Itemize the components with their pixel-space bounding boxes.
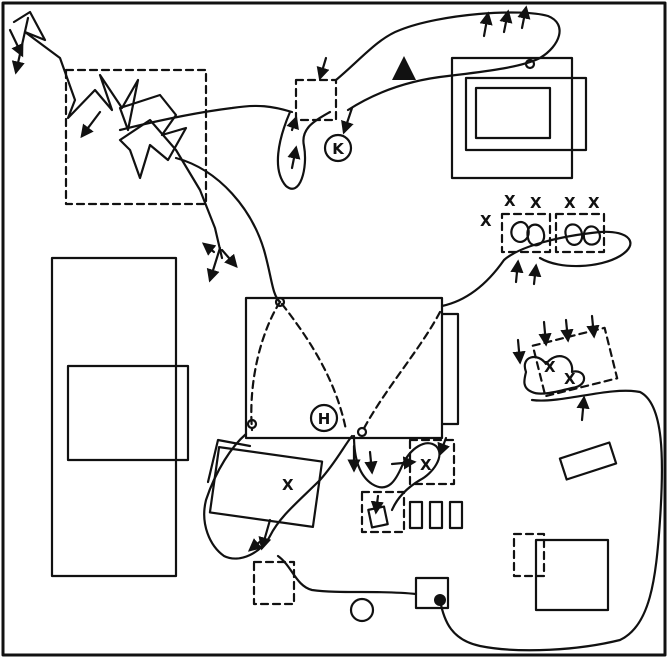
arrow-lower-center-4 xyxy=(437,436,450,457)
x-mark: X xyxy=(530,194,542,212)
loop-right-4 xyxy=(582,225,602,246)
h-station-label: H xyxy=(318,410,331,428)
loop-right-3 xyxy=(564,223,584,246)
arrow-down-left-3 xyxy=(201,242,217,256)
loop-lower-right xyxy=(523,355,586,395)
cabinet-inset-left xyxy=(66,364,190,462)
path-right-loop xyxy=(438,389,664,652)
dashed-box-bottom-left xyxy=(252,560,296,606)
box-bottom-right xyxy=(534,538,610,612)
arrow-up-lr xyxy=(576,395,590,422)
arrow-up-right-1 xyxy=(510,259,524,284)
node-marker xyxy=(274,296,286,308)
dashed-box-top-center xyxy=(294,78,338,122)
arrow-lower-center-5 xyxy=(370,494,384,515)
arrow-top-left-2 xyxy=(11,16,30,75)
tall-cabinet-left xyxy=(50,256,178,578)
equipment-outer-box xyxy=(450,56,574,180)
small-slot-2 xyxy=(408,500,424,530)
arrow-lower-left-2 xyxy=(247,538,264,552)
equipment-knob xyxy=(524,58,536,70)
arrow-down-lr-2 xyxy=(538,320,552,347)
x-mark: X xyxy=(588,194,600,212)
arrow-into-k xyxy=(341,106,354,135)
loop-near-k xyxy=(276,110,332,190)
triangle-marker xyxy=(392,56,416,80)
path-top-left-to-table xyxy=(174,156,282,304)
x-mark: X xyxy=(480,212,492,230)
arrow-near-k-1 xyxy=(286,115,299,132)
x-mark: X xyxy=(544,358,556,376)
arrow-near-k-2 xyxy=(287,145,301,170)
x-mark: X xyxy=(282,476,294,494)
dashed-zone-top-left xyxy=(64,68,208,206)
dashed-box-right-2 xyxy=(554,212,606,254)
loop-right-1 xyxy=(510,221,530,243)
x-mark: X xyxy=(564,194,576,212)
node-marker xyxy=(356,426,368,438)
loop-right-2 xyxy=(526,223,546,247)
path-lower-center xyxy=(352,434,441,512)
arrow-into-top-box xyxy=(316,56,330,81)
k-station-label: K xyxy=(332,140,345,158)
arrow-top-right-1 xyxy=(479,11,493,38)
black-dot xyxy=(434,594,446,606)
arrow-down-lr-1 xyxy=(512,338,526,365)
tilted-box-back xyxy=(206,438,252,484)
arrow-lower-center-2 xyxy=(364,450,378,475)
h-station-circle xyxy=(309,403,339,433)
node-marker xyxy=(246,418,258,430)
equipment-screen xyxy=(474,86,552,140)
dashed-box-lower-center-2 xyxy=(408,438,456,486)
dashed-box-lower-center xyxy=(360,490,406,534)
arrow-down-lower-left xyxy=(258,518,272,551)
path-top-left-to-k xyxy=(118,104,294,132)
dashed-box-right-1 xyxy=(500,212,552,254)
arrow-top-right-3 xyxy=(517,5,531,30)
small-slot-3 xyxy=(428,500,444,530)
center-table xyxy=(244,296,444,440)
arrow-down-left-1 xyxy=(206,246,222,283)
arrow-down-left-2 xyxy=(220,248,238,268)
arrow-up-right-2 xyxy=(528,263,542,286)
arrow-top-left-3 xyxy=(80,110,102,139)
arrow-lower-center-3 xyxy=(390,456,417,470)
dashed-box-bottom-right xyxy=(512,532,546,578)
k-station-circle xyxy=(323,133,353,163)
small-slot-4 xyxy=(448,500,464,530)
scribble-lower-left xyxy=(203,432,354,560)
arrow-top-right-2 xyxy=(499,9,513,34)
small-box-right xyxy=(558,441,618,481)
dot-box xyxy=(414,576,450,610)
loop-to-top-right xyxy=(334,11,561,112)
x-mark: X xyxy=(504,192,516,210)
table-right-edge xyxy=(440,312,460,426)
path-to-dot-box xyxy=(276,554,418,596)
dashed-path-table-left xyxy=(250,300,282,432)
dashed-path-table-middle xyxy=(280,302,348,432)
arrow-down-lr-4 xyxy=(586,314,600,339)
small-slot-1 xyxy=(367,505,389,529)
dashed-path-table-right xyxy=(360,310,442,434)
wandering-path-top-left xyxy=(12,10,224,260)
tilted-box-lower xyxy=(208,445,324,529)
x-mark: X xyxy=(564,370,576,388)
x-mark: X xyxy=(420,456,432,474)
equipment-frame xyxy=(464,76,588,152)
circle-bottom xyxy=(349,597,375,623)
arrow-down-lr-3 xyxy=(560,318,574,343)
